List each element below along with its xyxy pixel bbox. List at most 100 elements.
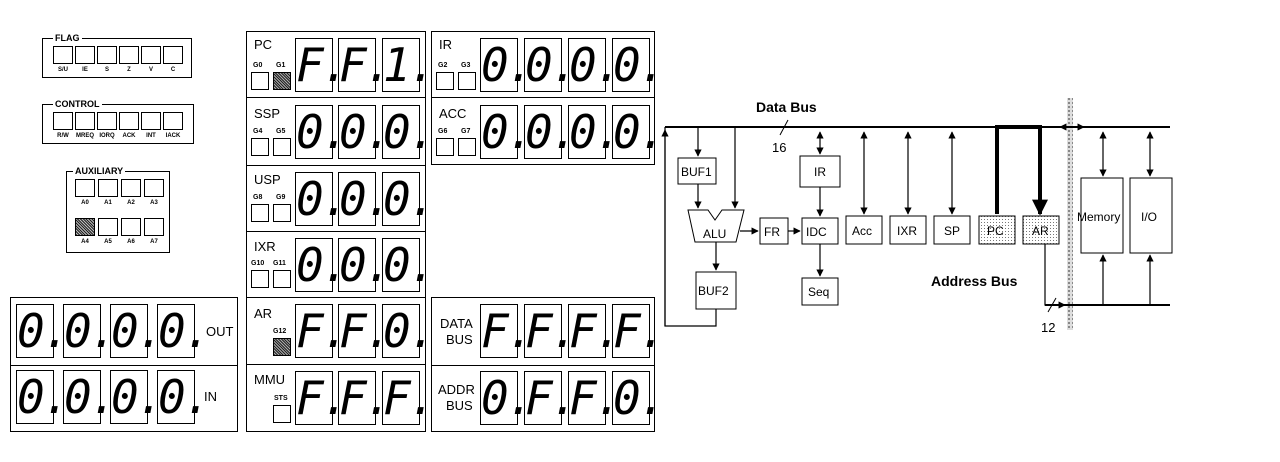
usp-digit: 0. bbox=[382, 172, 436, 226]
out-row: 0. 0. 0. 0. OUT bbox=[11, 298, 237, 366]
data-bus-slash bbox=[779, 119, 789, 136]
g8-led bbox=[251, 204, 269, 222]
fr-block bbox=[759, 217, 789, 245]
pc-digit: F. bbox=[338, 38, 392, 92]
g2-led bbox=[436, 72, 454, 90]
g-label: G0 bbox=[253, 62, 263, 69]
io-label: I/O bbox=[1141, 210, 1157, 224]
idc-block bbox=[801, 217, 839, 245]
acc-digit: 0. bbox=[524, 105, 578, 159]
out-digit: 0. bbox=[63, 304, 117, 358]
aux-led-a1 bbox=[98, 179, 118, 197]
aux-led-a0 bbox=[75, 179, 95, 197]
g-label: G7 bbox=[461, 128, 471, 135]
ixr-digit: 0. bbox=[338, 238, 392, 292]
usp-digit: 0. bbox=[295, 172, 349, 226]
g-label: G2 bbox=[438, 62, 448, 69]
control-label: IACK bbox=[165, 133, 181, 139]
flag-led-z bbox=[119, 46, 139, 64]
reg-ixr: IXR G10 G11 0. 0. 0. bbox=[247, 232, 436, 298]
ar-to-address-bus bbox=[1044, 244, 1066, 309]
g-label: G3 bbox=[461, 62, 471, 69]
ar-digit: 0. bbox=[382, 304, 436, 358]
bus-diagram: Data Bus 16 Address Bus 12 BUF1 ALU BUF2… bbox=[661, 98, 1173, 335]
reg-ssp: SSP G4 G5 0. 0. 0. bbox=[247, 98, 436, 166]
io-block bbox=[1129, 177, 1173, 254]
ar-digit: F. bbox=[338, 304, 392, 358]
idc-label: IDC bbox=[806, 225, 827, 239]
ixr-block bbox=[889, 215, 927, 245]
pc-digit: F. bbox=[295, 38, 349, 92]
auxiliary-title: AUXILIARY bbox=[73, 165, 126, 177]
mmu-digit: F. bbox=[295, 371, 349, 425]
out-digit: 0. bbox=[110, 304, 164, 358]
g6-led bbox=[436, 138, 454, 156]
control-led-ack bbox=[119, 112, 139, 130]
g5-led bbox=[273, 138, 291, 156]
io-panel: 0. 0. 0. 0. OUT 0. 0. 0. 0. IN bbox=[10, 297, 238, 432]
sp-label: SP bbox=[944, 224, 960, 238]
control-label: IORQ bbox=[99, 133, 115, 139]
flag-led-su bbox=[53, 46, 73, 64]
buf2-label: BUF2 bbox=[698, 284, 729, 298]
register-panel-ir-acc: IR G2 G3 0. 0. 0. 0. ACC G6 G7 0. 0. 0. … bbox=[431, 31, 666, 165]
flag-label: IE bbox=[82, 67, 88, 73]
aux-label: A2 bbox=[127, 200, 135, 206]
in-digit: 0. bbox=[16, 370, 70, 424]
g9-led bbox=[273, 204, 291, 222]
ixr-digit: 0. bbox=[382, 238, 436, 292]
usp-digit: 0. bbox=[338, 172, 392, 226]
flag-led-v bbox=[141, 46, 161, 64]
alu-block bbox=[687, 209, 745, 243]
bus-panel: DATA BUS F. F. F. F. ADDR BUS 0. F. F. 0… bbox=[431, 297, 666, 432]
aux-led-a6 bbox=[121, 218, 141, 236]
g-label: G10 bbox=[251, 260, 265, 267]
data-bus-digit: F. bbox=[568, 304, 622, 358]
aux-led-a4 bbox=[75, 218, 95, 236]
g-label: G4 bbox=[253, 128, 263, 135]
reg-ir-label: IR bbox=[439, 37, 452, 52]
addr-bus-row: ADDR BUS 0. F. F. 0. bbox=[432, 366, 666, 432]
data-bus-digit: F. bbox=[612, 304, 666, 358]
register-panel-left: PC G0 G1 F. F. 1. SSP G4 G5 0. 0. 0. USP… bbox=[246, 31, 436, 432]
ar-block bbox=[1022, 215, 1060, 245]
ssp-digit: 0. bbox=[295, 105, 349, 159]
in-digit: 0. bbox=[110, 370, 164, 424]
out-label: OUT bbox=[206, 324, 234, 339]
control-group: CONTROL R/W MREQ IORQ ACK INT IACK bbox=[42, 98, 194, 144]
g3-led bbox=[458, 72, 476, 90]
data-bus-digit: F. bbox=[524, 304, 578, 358]
g-label: G5 bbox=[276, 128, 286, 135]
acc-digit: 0. bbox=[480, 105, 534, 159]
control-label: MREQ bbox=[76, 133, 94, 139]
aux-label: A4 bbox=[81, 239, 89, 245]
reg-acc: ACC G6 G7 0. 0. 0. 0. bbox=[432, 98, 666, 164]
aux-led-a2 bbox=[121, 179, 141, 197]
mmu-digit: F. bbox=[382, 371, 436, 425]
sp-block bbox=[933, 215, 971, 245]
control-label: ACK bbox=[122, 133, 136, 139]
reg-mmu-label: MMU bbox=[254, 372, 286, 387]
control-led-mreq bbox=[75, 112, 95, 130]
reg-usp-label: USP bbox=[254, 172, 281, 187]
ir-block bbox=[799, 155, 841, 188]
flag-group: FLAG S/U IE S Z V C bbox=[42, 32, 192, 78]
g-label: G12 bbox=[273, 328, 287, 335]
reg-usp: USP G8 G9 0. 0. 0. bbox=[247, 166, 436, 232]
reg-mmu: MMU STS F. F. F. bbox=[247, 365, 436, 431]
reg-acc-label: ACC bbox=[439, 106, 467, 121]
g1-led bbox=[273, 72, 291, 90]
ixr-digit: 0. bbox=[295, 238, 349, 292]
acc-digit: 0. bbox=[568, 105, 622, 159]
data-bus-title: Data Bus bbox=[756, 99, 817, 115]
addr-bus-digit: F. bbox=[568, 371, 622, 425]
out-digit: 0. bbox=[16, 304, 70, 358]
ir-digit: 0. bbox=[612, 38, 666, 92]
flag-led-ie bbox=[75, 46, 95, 64]
control-title: CONTROL bbox=[53, 98, 102, 110]
g-label: G9 bbox=[276, 194, 286, 201]
reg-ixr-label: IXR bbox=[254, 239, 276, 254]
g4-led bbox=[251, 138, 269, 156]
aux-led-a3 bbox=[144, 179, 164, 197]
ssp-digit: 0. bbox=[338, 105, 392, 159]
